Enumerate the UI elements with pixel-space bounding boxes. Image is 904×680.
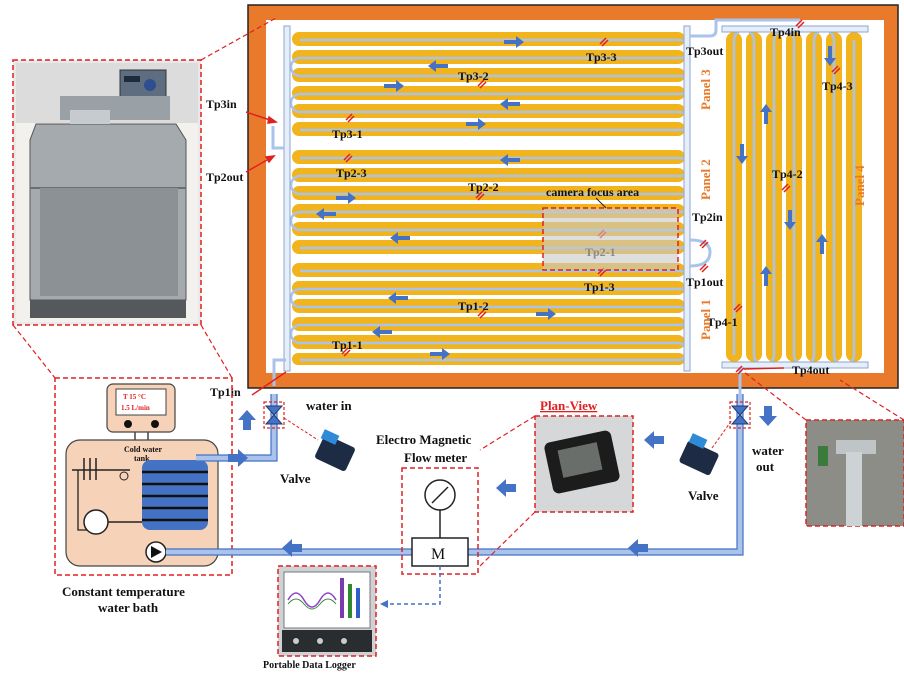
- valve-photo-left: [284, 418, 356, 472]
- water-out-label-1: water: [752, 443, 784, 458]
- label-tp3-3: Tp3-3: [586, 50, 617, 64]
- plan-view-label: Plan-View: [540, 398, 598, 413]
- camera-focus-label: camera focus area: [546, 185, 639, 199]
- flow-meter-label-1: Electro Magnetic: [376, 432, 472, 447]
- bath-photo: [13, 60, 201, 325]
- camera-focus-box: [543, 208, 678, 270]
- flow-meter: M: [402, 468, 478, 574]
- panel-array: camera focus area Tp3in Tp2out Tp1in Tp3…: [206, 5, 898, 400]
- valve-label-left: Valve: [280, 471, 311, 486]
- valve-symbol-out: [730, 402, 750, 428]
- circulator-motor: [84, 510, 108, 534]
- valve-symbol-in: [264, 402, 284, 428]
- label-tp2-3: Tp2-3: [336, 166, 367, 180]
- panel-2-label: Panel 2: [698, 159, 713, 200]
- logger-signal-arrow: [380, 600, 388, 608]
- label-tp3-1: Tp3-1: [332, 127, 363, 141]
- tank-display-temp: T 15 °C: [123, 393, 146, 401]
- tank-knob-right: [151, 420, 159, 428]
- flow-meter-label-2: Flow meter: [404, 450, 467, 465]
- label-tp3-2: Tp3-2: [458, 69, 489, 83]
- tank-display-flow: 1.5 L/min: [121, 404, 150, 412]
- valve-photo-right: [679, 420, 732, 476]
- label-tp2in: Tp2in: [692, 210, 723, 224]
- label-tp1-3: Tp1-3: [584, 280, 615, 294]
- panel-1-label: Panel 1: [698, 299, 713, 340]
- logger-caption: Portable Data Logger: [263, 660, 356, 671]
- valve-label-right: Valve: [688, 488, 719, 503]
- tank-knob-left: [124, 420, 132, 428]
- photo-callout-line-left: [13, 325, 55, 378]
- water-out-label-2: out: [756, 459, 775, 474]
- flow-meter-letter: M: [431, 546, 445, 563]
- label-tp3out: Tp3out: [686, 44, 723, 58]
- label-tp1out: Tp1out: [686, 275, 723, 289]
- bath-caption-line2: water bath: [98, 600, 159, 615]
- label-tp3in: Tp3in: [206, 97, 237, 111]
- tank-label-line1: Cold water: [124, 445, 162, 454]
- logger-signal-line: [380, 566, 440, 604]
- label-tp2-2: Tp2-2: [468, 180, 499, 194]
- label-tp4-3: Tp4-3: [822, 79, 853, 93]
- label-tp4out: Tp4out: [792, 363, 829, 377]
- data-logger: [278, 566, 376, 656]
- label-tp4in: Tp4in: [770, 25, 801, 39]
- label-tp2-1: Tp2-1: [585, 245, 616, 259]
- bath-caption-line1: Constant temperature: [62, 584, 185, 599]
- label-tp1in: Tp1in: [210, 385, 241, 399]
- water-bath-schematic: T 15 °C 1.5 L/min Cold water tank: [55, 378, 232, 575]
- water-in-label: water in: [306, 398, 352, 413]
- photo-callout-line-bottom: [201, 325, 232, 378]
- label-tp1-2: Tp1-2: [458, 299, 489, 313]
- panel-3-label: Panel 3: [698, 69, 713, 110]
- panel-4-label: Panel 4: [852, 165, 867, 206]
- label-tp1-1: Tp1-1: [332, 338, 363, 352]
- label-tp2out: Tp2out: [206, 170, 243, 184]
- label-tp4-2: Tp4-2: [772, 167, 803, 181]
